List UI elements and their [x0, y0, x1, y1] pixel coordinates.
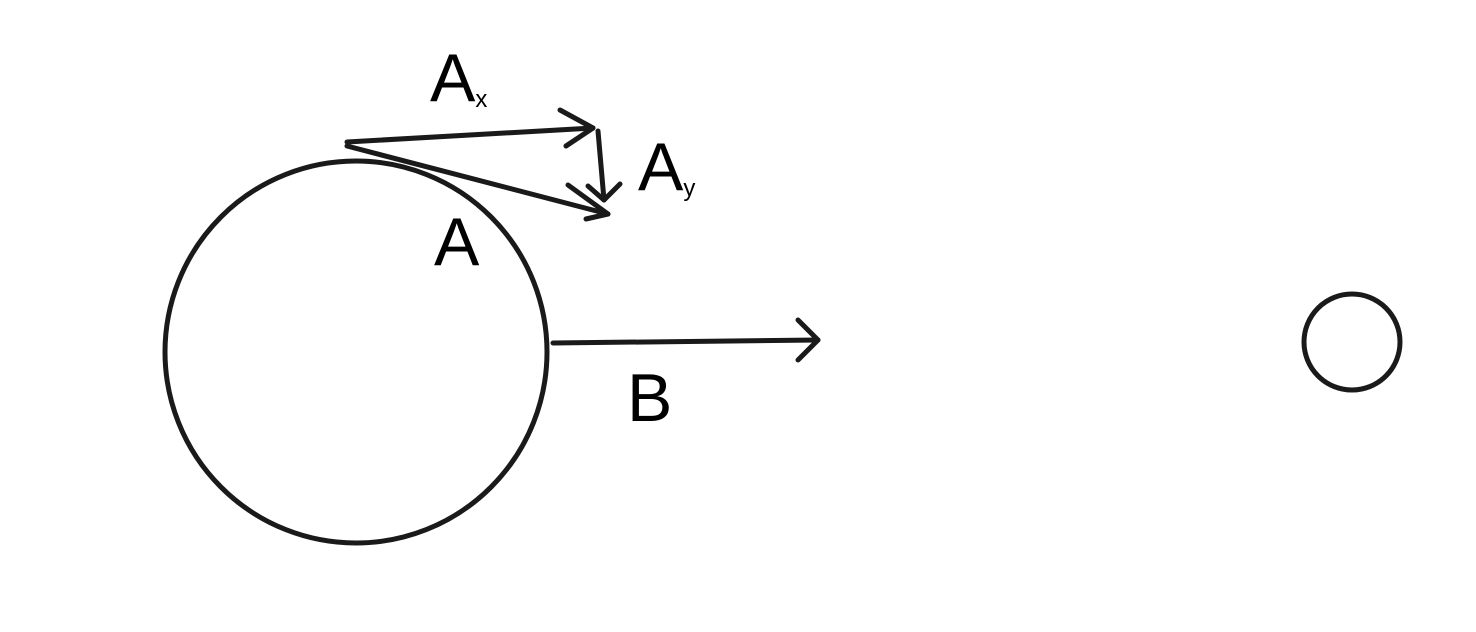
vector-a-arrow — [344, 143, 611, 222]
small-circle — [1301, 291, 1403, 393]
vector-ay-arrow — [585, 128, 623, 203]
label-ax-subscript: x — [475, 86, 488, 113]
large-circle — [162, 158, 550, 546]
label-ax: Ax — [430, 44, 487, 112]
label-b: B — [627, 360, 673, 436]
label-a: A — [434, 204, 480, 280]
vector-b-arrow — [550, 317, 821, 363]
label-ax-main: A — [430, 40, 476, 116]
label-ay-main: A — [638, 129, 684, 205]
vector-ax-arrow — [344, 107, 596, 149]
label-ay: Ay — [638, 133, 695, 201]
label-ay-subscript: y — [683, 175, 696, 202]
